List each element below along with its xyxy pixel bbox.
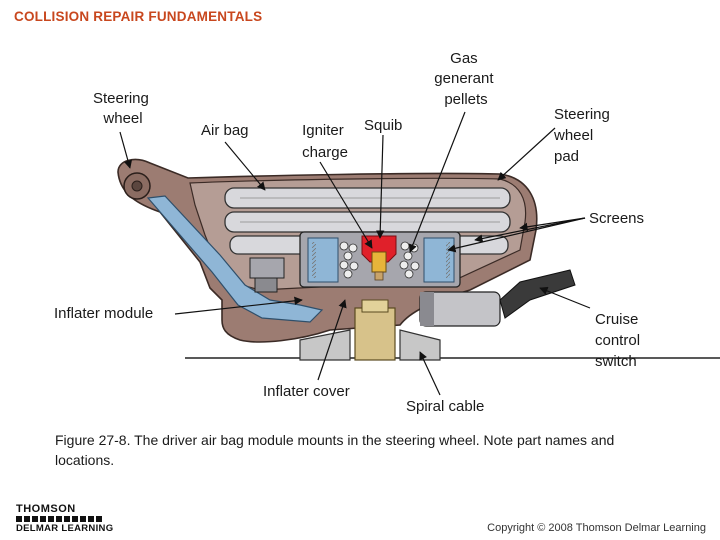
publisher-logo: THOMSON DELMAR LEARNING xyxy=(16,503,126,534)
label-inflater-cover: Inflater cover xyxy=(263,383,350,400)
label-screens: Screens xyxy=(589,210,644,227)
leader-lines xyxy=(119,111,591,396)
label-steering-wheel-pad: Steering wheel pad xyxy=(553,106,614,165)
logo-line-1: THOMSON xyxy=(16,503,76,515)
logo-bar xyxy=(16,516,102,522)
label-inflater-module: Inflater module xyxy=(54,305,153,322)
inflater-cover xyxy=(299,299,441,361)
logo-line-2: DELMAR LEARNING xyxy=(16,523,114,534)
label-cruise-control-switch: Cruise control switch xyxy=(595,311,644,370)
label-spiral-cable: Spiral cable xyxy=(406,398,484,415)
copyright-notice: Copyright © 2008 Thomson Delmar Learning xyxy=(487,522,706,534)
airbag-module-diagram: Steering wheel Air bag Igniter charge Sq… xyxy=(54,50,720,415)
folded-air-bag xyxy=(224,187,511,255)
figure-caption: Figure 27-8. The driver air bag module m… xyxy=(55,432,615,468)
label-igniter-charge: Igniter charge xyxy=(302,122,348,161)
header-title: COLLISION REPAIR FUNDAMENTALS xyxy=(14,9,263,24)
label-gas-generant-pellets: Gas generant pellets xyxy=(434,50,497,108)
connector-block xyxy=(249,257,285,279)
inflater-module-body xyxy=(299,231,461,288)
label-squib: Squib xyxy=(364,117,402,134)
igniter-charge xyxy=(371,251,387,273)
inflater-spoke xyxy=(146,195,324,323)
cruise-control-switch xyxy=(419,269,576,327)
label-air-bag: Air bag xyxy=(201,122,249,139)
label-steering-wheel: Steering wheel xyxy=(93,90,153,127)
